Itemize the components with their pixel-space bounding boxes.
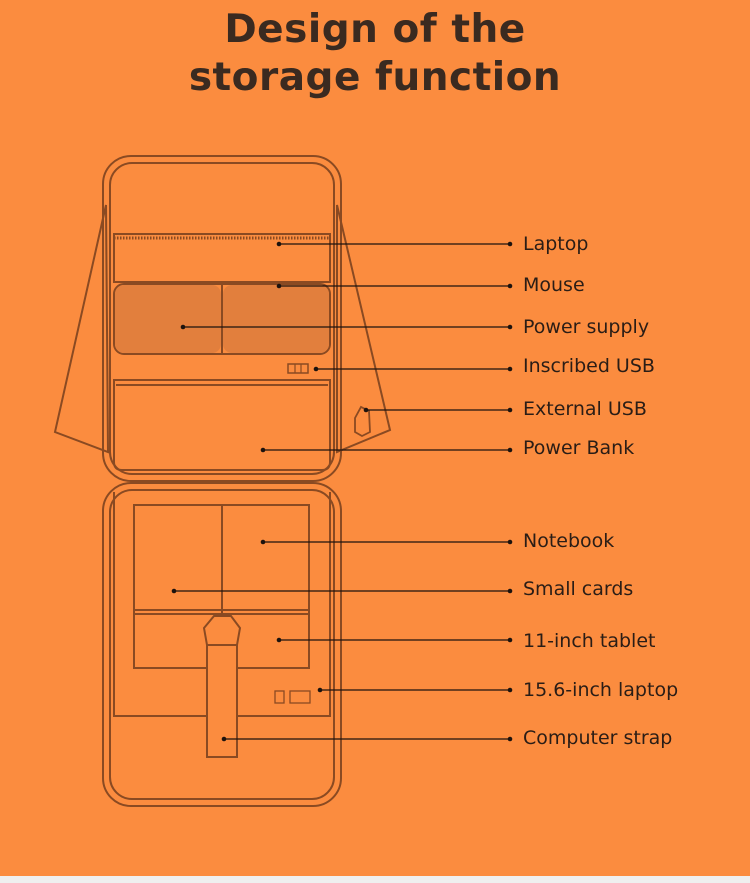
title-line-2: storage function [188, 55, 562, 100]
leader-dot-inscribed-usb-end [507, 366, 513, 372]
leader-dot-notebook-end [507, 539, 513, 545]
leader-dot-laptop-start [276, 241, 282, 247]
leader-lines [171, 241, 513, 742]
leader-dot-power-supply-end [507, 324, 513, 330]
power-bank-pocket [113, 379, 331, 471]
bottom-panel-outer [102, 482, 342, 807]
leader-dot-external-usb-end [507, 407, 513, 413]
leader-dot-mouse-start [276, 283, 282, 289]
leader-dot-power-bank-start [260, 447, 266, 453]
inscribed-usb-port [287, 363, 309, 374]
label-mouse: Mouse [523, 274, 585, 296]
leader-dot-inscribed-usb-start [313, 366, 319, 372]
leader-dot-notebook-start [260, 539, 266, 545]
label-small-cards: Small cards [523, 578, 634, 600]
label-power-bank: Power Bank [523, 437, 635, 459]
computer-strap [202, 615, 242, 758]
leader-dot-mouse-end [507, 283, 513, 289]
label-power-supply: Power supply [523, 316, 650, 338]
right-side-flap [336, 204, 392, 454]
label-external-usb: External USB [523, 398, 647, 420]
label-computer-strap: Computer strap [523, 727, 673, 749]
label-15-6-inch-laptop: 15.6-inch laptop [523, 679, 679, 701]
left-side-flap [53, 204, 110, 454]
leader-dot-computer-strap-start [221, 736, 227, 742]
leader-dot-computer-strap-end [507, 736, 513, 742]
leader-dot-tablet-start [276, 637, 282, 643]
top-panel-inner [109, 162, 335, 475]
leader-dot-tablet-end [507, 637, 513, 643]
bottom-panel-inner [109, 489, 335, 800]
label-laptop: Laptop [523, 233, 589, 255]
label-notebook: Notebook [523, 530, 615, 552]
leader-dot-power-supply-start [180, 324, 186, 330]
title-line-1: Design of the [224, 7, 526, 52]
external-usb [354, 405, 371, 438]
label-inscribed-usb: Inscribed USB [523, 355, 655, 377]
leader-dot-external-usb-start [363, 407, 369, 413]
tag-large [289, 690, 311, 704]
laptop-sleeve [113, 233, 331, 283]
tag-small [274, 690, 285, 704]
leader-dot-small-cards-end [507, 588, 513, 594]
leader-dot-laptop-15-end [507, 687, 513, 693]
bottom-band [0, 876, 750, 883]
leader-dot-power-bank-end [507, 447, 513, 453]
leader-dot-laptop-15-start [317, 687, 323, 693]
label-11-inch-tablet: 11-inch tablet [523, 630, 656, 652]
leader-dot-laptop-end [507, 241, 513, 247]
leader-dot-small-cards-start [171, 588, 177, 594]
top-panel-outer [102, 155, 342, 482]
